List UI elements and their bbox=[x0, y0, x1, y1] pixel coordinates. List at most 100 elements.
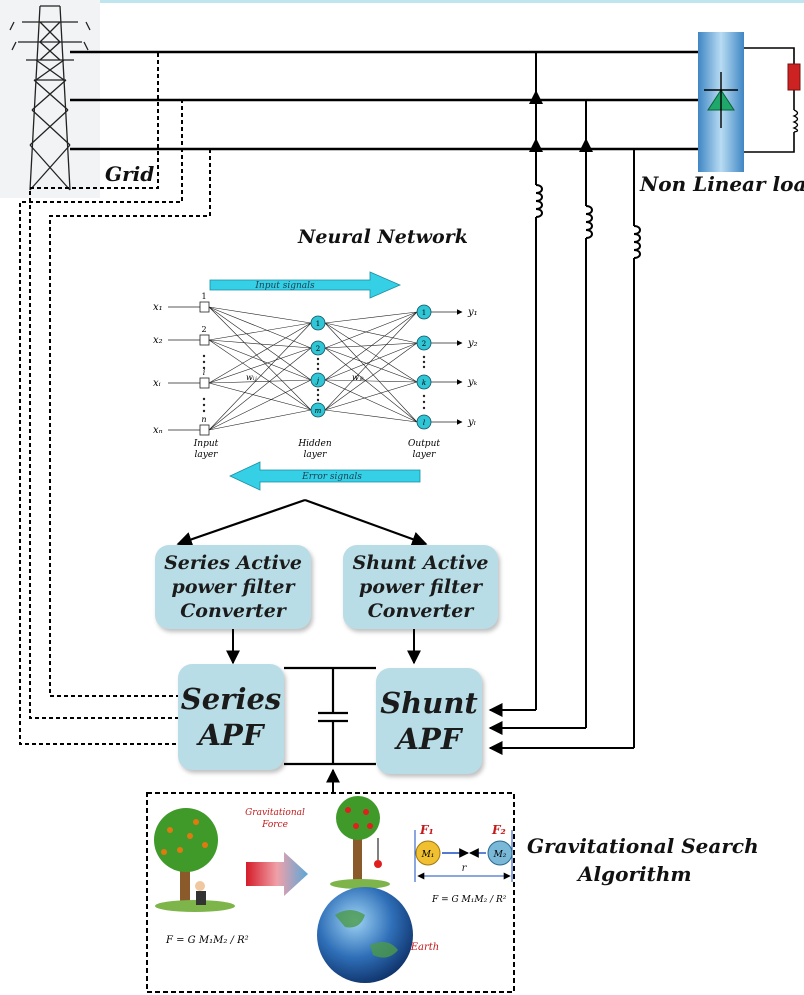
nn-edge-in-hidden bbox=[208, 379, 312, 384]
gsa-formula-left: F = G M₁M₂ / R² bbox=[165, 935, 249, 946]
series-converter-line-3: Converter bbox=[180, 600, 286, 622]
neural-network-figure: Input signals Error signals 1 2 i n 1 bbox=[153, 271, 478, 491]
shunt-converter-line-1: Shunt Active bbox=[352, 552, 489, 574]
shunt-apf-line-1: Shunt bbox=[380, 686, 478, 720]
nn-weight-wij: wᵢⱼ bbox=[246, 373, 257, 382]
arrow-up-a1 bbox=[529, 90, 543, 104]
nn-edge-hidden-out bbox=[324, 347, 418, 383]
distance-r-label: r bbox=[462, 863, 468, 874]
arrow-up-b bbox=[579, 138, 593, 152]
gsa-left-tree-icon bbox=[154, 808, 235, 912]
output-layer-label-2: layer bbox=[413, 450, 437, 460]
output-node-label-l: l bbox=[423, 419, 425, 427]
error-signals-label: Error signals bbox=[301, 472, 362, 482]
gsa-box bbox=[146, 792, 515, 993]
nn-to-series-arrow bbox=[176, 498, 306, 547]
nn-edge-hidden-out bbox=[324, 342, 418, 411]
nn-edge-in-hidden bbox=[208, 306, 312, 381]
nn-edge-in-hidden bbox=[208, 322, 312, 384]
nn-edge-hidden-out bbox=[324, 322, 418, 344]
gsa-center-tree-icon bbox=[330, 796, 390, 889]
force-f2-label: F₂ bbox=[491, 823, 506, 837]
nn-input-x2: x₂ bbox=[153, 335, 163, 346]
input-node-n bbox=[199, 424, 210, 436]
nn-edge-in-hidden bbox=[208, 347, 312, 384]
input-node-label-1: 1 bbox=[201, 292, 206, 301]
nn-edge-hidden-out bbox=[324, 311, 418, 324]
mass-m1-icon bbox=[415, 840, 441, 866]
load-wiring bbox=[744, 47, 795, 153]
nn-edge-hidden-out bbox=[324, 342, 418, 381]
nn-edge-hidden-out bbox=[324, 347, 418, 423]
grid-label: Grid bbox=[105, 162, 155, 186]
earth-icon bbox=[317, 887, 413, 983]
input-layer-label-1: Input bbox=[193, 439, 219, 449]
nn-edge-hidden-out bbox=[324, 381, 418, 411]
error-signals-arrow bbox=[229, 461, 421, 491]
grav-force-arrow bbox=[246, 852, 308, 896]
series-apf-line-1: Series bbox=[180, 682, 282, 716]
hidden-node-2 bbox=[310, 340, 326, 356]
series-converter-line-2: power filter bbox=[171, 576, 295, 598]
series-converter-block: Series Active power filter Converter bbox=[155, 545, 311, 629]
output-layer-label-1: Output bbox=[408, 439, 440, 449]
mass-m2-label: M₂ bbox=[493, 850, 507, 860]
nn-input-xi: xᵢ bbox=[153, 378, 161, 389]
load-inductor-icon bbox=[792, 109, 799, 133]
gsa-label-line-2: Algorithm bbox=[578, 862, 692, 886]
non-linear-load-label: Non Linear load bbox=[640, 172, 804, 196]
force-f1-label: F₁ bbox=[419, 823, 434, 837]
output-node-label-2: 2 bbox=[422, 340, 426, 348]
nn-input-xn: xₙ bbox=[153, 425, 163, 436]
output-node-label-k: k bbox=[422, 379, 426, 387]
resistor-icon bbox=[787, 63, 801, 91]
nn-edge-hidden-out bbox=[324, 409, 418, 423]
nn-edge-hidden-out bbox=[324, 311, 418, 381]
nn-output-lines bbox=[430, 309, 463, 425]
hidden-node-1 bbox=[310, 315, 326, 331]
dc-link-capacitor bbox=[284, 666, 376, 766]
output-node-label-1: 1 bbox=[422, 309, 426, 317]
dashed-sense-line-a bbox=[29, 51, 184, 719]
gsa-formula-right: F = G M₁M₂ / R² bbox=[431, 895, 507, 905]
nn-output-y1: y₁ bbox=[467, 307, 478, 318]
input-node-i bbox=[199, 377, 210, 389]
output-node-k bbox=[416, 374, 432, 390]
earth-continents bbox=[335, 910, 398, 958]
nn-edge-hidden-out bbox=[324, 342, 418, 349]
shunt-line-a bbox=[488, 52, 543, 717]
shunt-line-c bbox=[488, 149, 641, 755]
shunt-converter-block: Shunt Active power filter Converter bbox=[343, 545, 498, 629]
shunt-converter-line-3: Converter bbox=[367, 600, 474, 622]
dashed-sense-line-c bbox=[49, 149, 211, 697]
neural-network-label: Neural Network bbox=[298, 226, 468, 248]
hidden-node-label-1: 1 bbox=[316, 320, 320, 328]
input-node-1 bbox=[199, 301, 210, 313]
nn-connections bbox=[208, 306, 418, 431]
nn-edge-hidden-out bbox=[324, 311, 418, 411]
input-layer-label-2: layer bbox=[195, 450, 219, 460]
hidden-node-m bbox=[310, 402, 326, 418]
nn-to-shunt-arrow bbox=[304, 498, 428, 547]
nn-edge-in-hidden bbox=[208, 379, 312, 431]
input-node-label-n: n bbox=[201, 415, 206, 424]
shunt-line-b bbox=[488, 100, 593, 735]
mass-m2-icon bbox=[487, 840, 513, 866]
nn-edge-hidden-out bbox=[324, 322, 418, 423]
nn-edge-in-hidden bbox=[208, 339, 312, 411]
gsa-label-line-1: Gravitational Search bbox=[527, 834, 759, 858]
nn-edge-hidden-out bbox=[324, 322, 418, 383]
grav-force-label-2: Force bbox=[261, 820, 288, 830]
arrow-up-a2 bbox=[529, 138, 543, 152]
shunt-apf-block: Shunt APF bbox=[376, 668, 482, 774]
nn-output-yl: yₗ bbox=[467, 417, 476, 428]
nn-input-lines bbox=[168, 306, 200, 431]
hidden-node-label-2: 2 bbox=[316, 345, 320, 353]
earth-label: Earth bbox=[410, 942, 440, 953]
nn-input-x1: x₁ bbox=[153, 302, 163, 313]
hidden-layer-label-2: layer bbox=[304, 450, 328, 460]
nn-weight-wjk: wⱼₖ bbox=[352, 373, 364, 382]
output-node-1 bbox=[416, 304, 432, 320]
dashed-sense-line-b bbox=[19, 99, 184, 745]
